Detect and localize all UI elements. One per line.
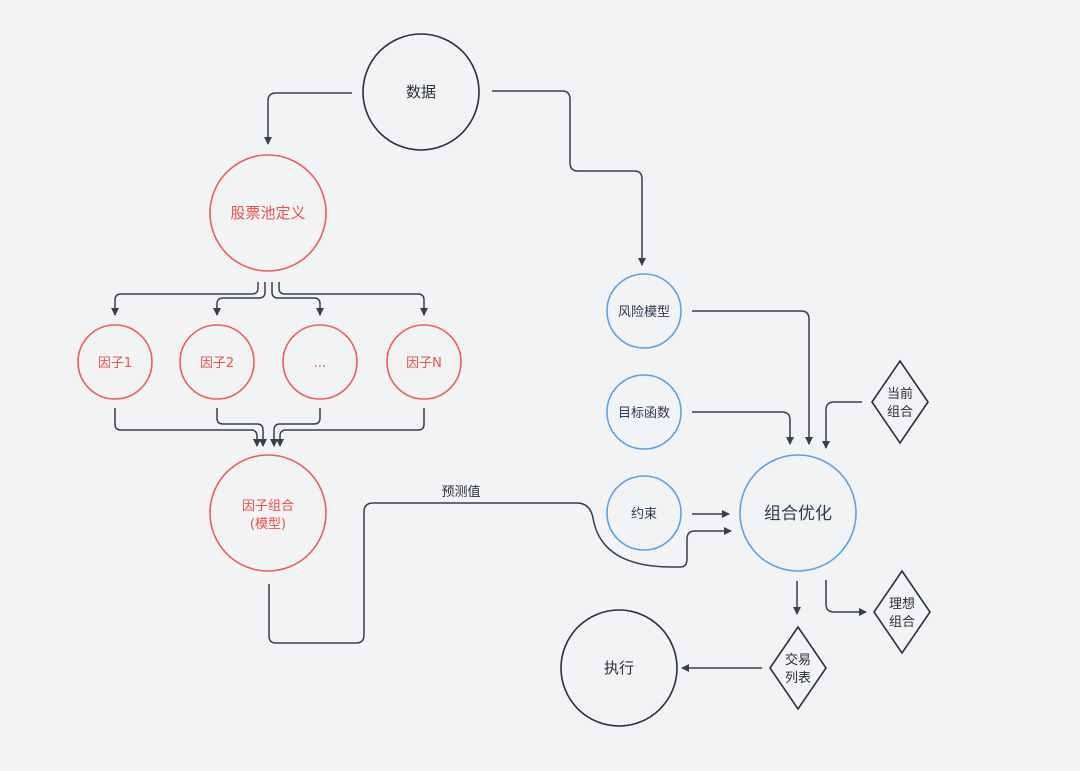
node-factor-etc-label: ... xyxy=(314,356,326,371)
edge-factor-etc-to-combo xyxy=(270,408,321,447)
edge-objective-to-optimizer xyxy=(692,411,794,445)
node-objective-label: 目标函数 xyxy=(618,406,670,421)
node-execute: 执行 xyxy=(560,609,678,727)
edge-factor-n-to-combo xyxy=(276,408,425,447)
node-stock-pool: 股票池定义 xyxy=(209,154,327,272)
node-factor-2-label: 因子2 xyxy=(200,356,234,371)
node-risk-model: 风险模型 xyxy=(606,273,682,349)
edge-combo-to-optimizer xyxy=(268,502,732,644)
node-portfolio-optimization-label: 组合优化 xyxy=(764,504,832,524)
node-factor-2: 因子2 xyxy=(179,324,255,400)
node-factor-combo: 因子组合 (模型) xyxy=(209,454,327,572)
node-current-portfolio: 当前 组合 xyxy=(871,359,929,445)
node-factor-1-label: 因子1 xyxy=(98,356,132,371)
node-execute-label: 执行 xyxy=(604,659,634,677)
node-factor-1: 因子1 xyxy=(77,324,153,400)
edge-factor-1-to-combo xyxy=(114,408,261,447)
edge-factor-2-to-combo xyxy=(216,408,267,447)
node-factor-n-label: 因子N xyxy=(406,356,442,371)
node-trade-list-line2: 列表 xyxy=(785,671,811,686)
node-objective: 目标函数 xyxy=(606,374,682,450)
edge-risk-to-optimizer xyxy=(692,310,813,445)
edge-pool-to-factor-n xyxy=(278,282,428,316)
node-factor-n: 因子N xyxy=(386,324,462,400)
node-factor-combo-label: 因子组合 xyxy=(242,499,294,514)
node-current-portfolio-line1: 当前 xyxy=(887,386,913,402)
node-ideal-portfolio-line2: 组合 xyxy=(889,615,915,630)
node-trade-list-line1: 交易 xyxy=(785,652,811,668)
edge-pool-to-factor-2 xyxy=(213,282,266,316)
node-factor-etc: ... xyxy=(282,324,358,400)
edge-current-to-optimizer xyxy=(822,401,862,449)
edge-label-prediction: 预测值 xyxy=(441,484,480,500)
node-risk-model-label: 风险模型 xyxy=(618,305,670,320)
edge-pool-to-factor-etc xyxy=(271,282,324,316)
edge-data-to-stock-pool xyxy=(264,92,352,145)
node-data-label: 数据 xyxy=(406,83,436,101)
edge-data-to-risk-model xyxy=(492,90,646,266)
node-ideal-portfolio: 理想 组合 xyxy=(873,569,931,655)
node-portfolio-optimization: 组合优化 xyxy=(739,454,857,572)
node-constraint-label: 约束 xyxy=(631,507,657,522)
node-ideal-portfolio-line1: 理想 xyxy=(889,596,915,612)
node-current-portfolio-line2: 组合 xyxy=(887,405,913,420)
node-constraint: 约束 xyxy=(606,475,682,551)
node-stock-pool-label: 股票池定义 xyxy=(230,204,305,222)
edges xyxy=(111,90,867,672)
edge-optimizer-to-ideal xyxy=(825,580,867,616)
node-factor-combo-sublabel: (模型) xyxy=(250,517,286,532)
node-trade-list: 交易 列表 xyxy=(769,625,827,711)
node-data: 数据 xyxy=(362,33,480,151)
edge-pool-to-factor-1 xyxy=(111,282,259,316)
